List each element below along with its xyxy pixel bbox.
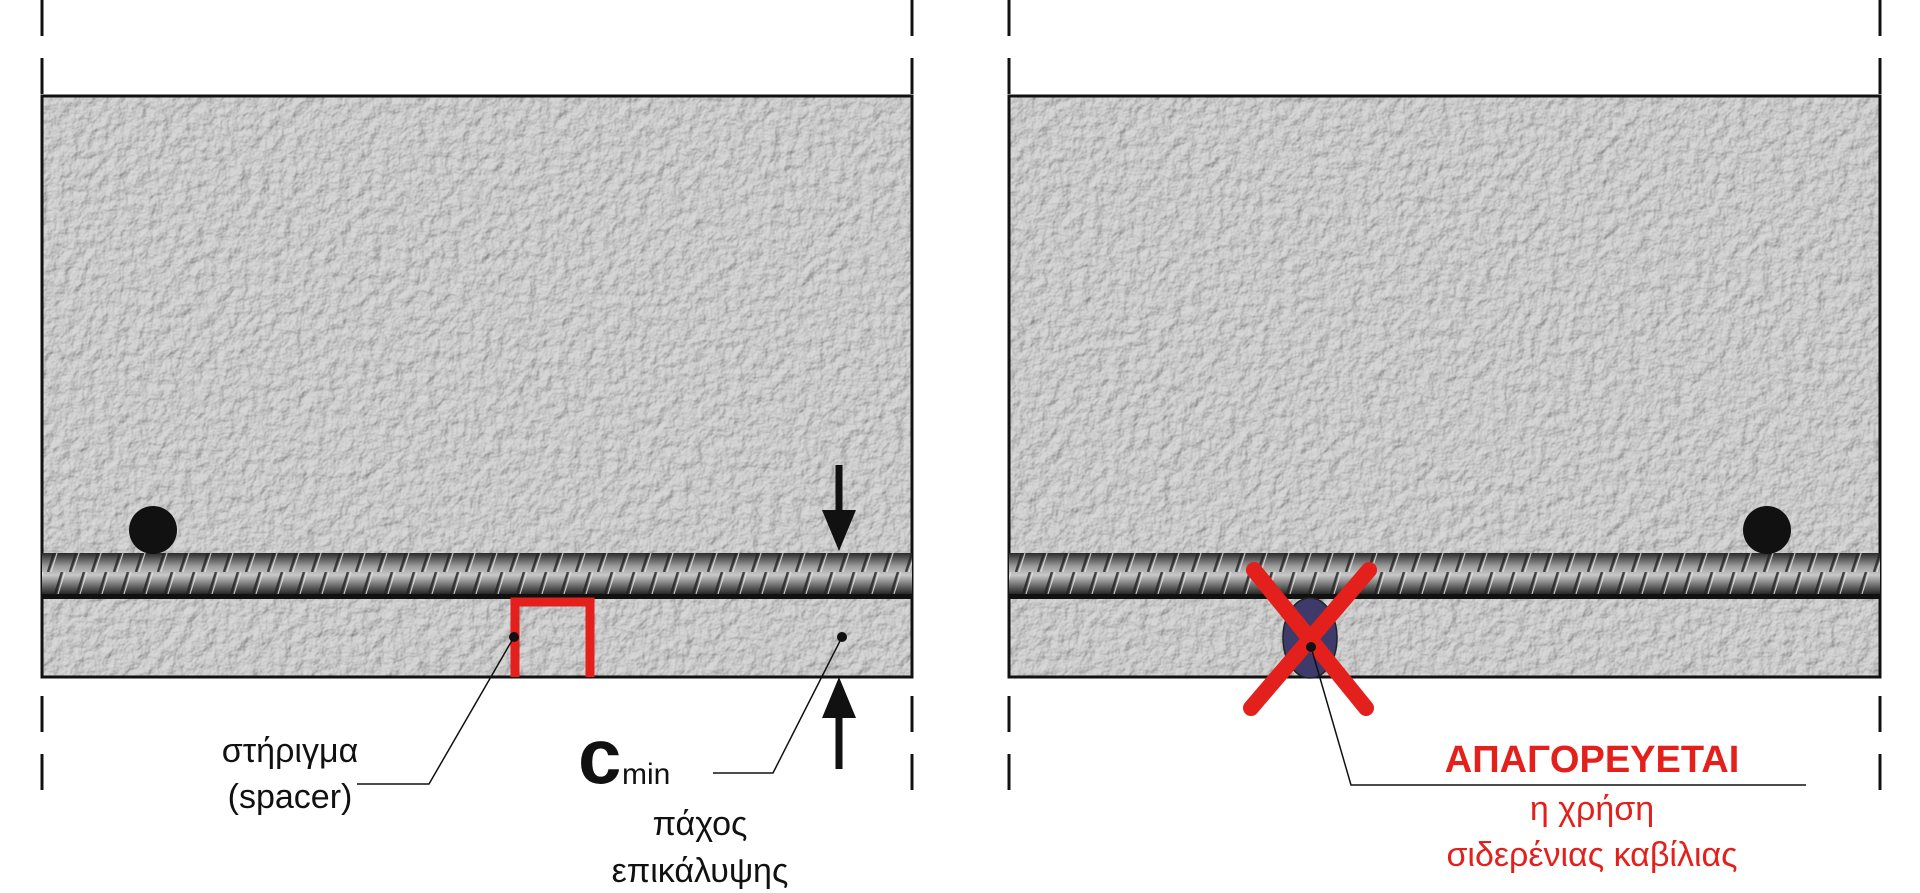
spacer-label-line2: (spacer) (228, 778, 353, 816)
warning-title: ΑΠΑΓΟΡΕΥΕΤΑΙ (1445, 739, 1740, 781)
slab-outline (40, 94, 914, 679)
cover-dimension-arrows (822, 465, 856, 769)
spacer-label-line1: στήριγμα (222, 732, 358, 770)
right-panel-prohibited-steel-chair: ΑΠΑΓΟΡΕΥΕΤΑΙ η χρήση σιδερένιας καβίλιας (1007, 0, 1882, 874)
rebar-longitudinal (42, 553, 912, 599)
spacer-leader (357, 632, 519, 785)
cover-label-line1: πάχος (653, 805, 748, 843)
transverse-rebar-section (129, 506, 177, 554)
cover-subscript: min (622, 758, 670, 791)
arrow-up-icon (822, 677, 856, 718)
rebar-longitudinal (1009, 553, 1880, 599)
warning-line2: σιδερένιας καβίλιας (1446, 836, 1737, 874)
cover-leader (713, 632, 847, 774)
arrow-down-icon (822, 510, 856, 551)
prohibited-x-icon (1243, 562, 1377, 716)
transverse-rebar-section (1743, 506, 1791, 554)
slab-outline (1007, 94, 1882, 679)
left-panel-correct-spacer: στήριγμα (spacer) c min πάχος επικάλυψης (40, 0, 914, 890)
cover-symbol: c (578, 712, 621, 800)
warning-leader (1306, 642, 1806, 786)
warning-line1: η χρήση (1530, 790, 1654, 828)
cover-label-line2: επικάλυψης (612, 852, 789, 890)
